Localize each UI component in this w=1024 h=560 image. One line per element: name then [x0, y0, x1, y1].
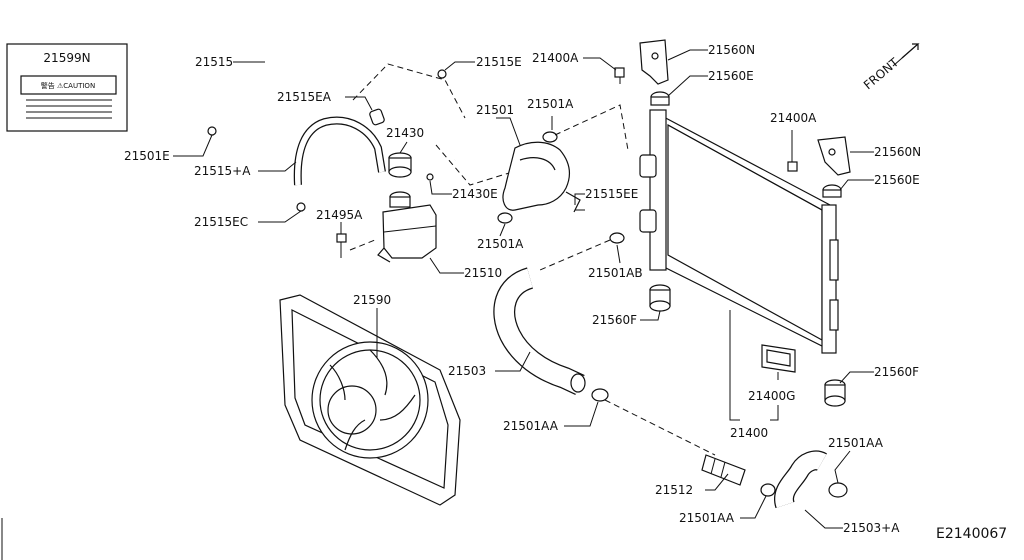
- caution-label-21599N: 21599N 警告 ⚠CAUTION: [6, 43, 128, 132]
- callout-21515E: 21515E: [476, 55, 522, 69]
- diagram-code: E2140067: [936, 526, 1007, 542]
- pipe-21512: [701, 454, 776, 497]
- callout-21430: 21430: [386, 126, 424, 140]
- callout-21501E: 21501E: [124, 149, 170, 163]
- callout-21501AA-left: 21501AA: [503, 419, 559, 433]
- fan-shroud-21590: [279, 294, 461, 506]
- clip-21501AB: [609, 232, 625, 244]
- callout-21501A-top: 21501A: [527, 97, 574, 111]
- front-arrow-icon: FRONT: [861, 43, 920, 93]
- reservoir-tank-21510: [377, 173, 437, 263]
- front-label: FRONT: [861, 55, 902, 93]
- callout-21515EE: 21515EE: [585, 187, 638, 201]
- callout-21560F-right: 21560F: [874, 365, 919, 379]
- radiator-21400: [639, 109, 839, 354]
- bracket-right: [787, 136, 851, 198]
- callout-21501AB: 21501AB: [588, 266, 643, 280]
- bracket-upper-left: [614, 39, 670, 106]
- callout-21515A: 21515+A: [194, 164, 251, 178]
- callout-21560N-left: 21560N: [708, 43, 755, 57]
- callout-21400A-right: 21400A: [770, 111, 817, 125]
- callout-21501AA-bottom: 21501AA: [679, 511, 735, 525]
- callout-21560E-right: 21560E: [874, 173, 920, 187]
- callout-21501A-bottom: 21501A: [477, 237, 524, 251]
- callout-21503: 21503: [448, 364, 486, 378]
- callout-21560E-left: 21560E: [708, 69, 754, 83]
- callout-21503A: 21503+A: [843, 521, 900, 535]
- callout-21501AA-right: 21501AA: [828, 436, 884, 450]
- callout-21512: 21512: [655, 483, 693, 497]
- hose-21515: [207, 62, 462, 161]
- bushing-21560F-left: [649, 284, 671, 312]
- callout-21560N-right: 21560N: [874, 145, 921, 159]
- callout-21400: 21400: [730, 426, 768, 440]
- callout-21515EC: 21515EC: [194, 215, 248, 229]
- callout-21510: 21510: [464, 266, 502, 280]
- callout-21495A: 21495A: [316, 208, 363, 222]
- cap-21430: [388, 152, 412, 178]
- upper-hose-21501: [497, 131, 581, 224]
- callout-21560F-left: 21560F: [592, 313, 637, 327]
- callout-21400G: 21400G: [748, 389, 795, 403]
- hose-21515A: [293, 108, 386, 212]
- bracket-21400G: [761, 344, 796, 373]
- bushing-21560F-right: [824, 379, 846, 407]
- lower-hose-21503: [493, 267, 609, 402]
- hose-21503A: [774, 450, 848, 509]
- callout-21400A-left: 21400A: [532, 51, 579, 65]
- caution-text: 警告 ⚠CAUTION: [41, 81, 95, 90]
- callout-21599N: 21599N: [43, 51, 90, 65]
- callout-21515: 21515: [195, 55, 233, 69]
- bolt-21495A: [336, 233, 347, 258]
- callout-21430E: 21430E: [452, 187, 498, 201]
- callout-21515EA: 21515EA: [277, 90, 332, 104]
- callout-21590: 21590: [353, 293, 391, 307]
- callout-21501: 21501: [476, 103, 514, 117]
